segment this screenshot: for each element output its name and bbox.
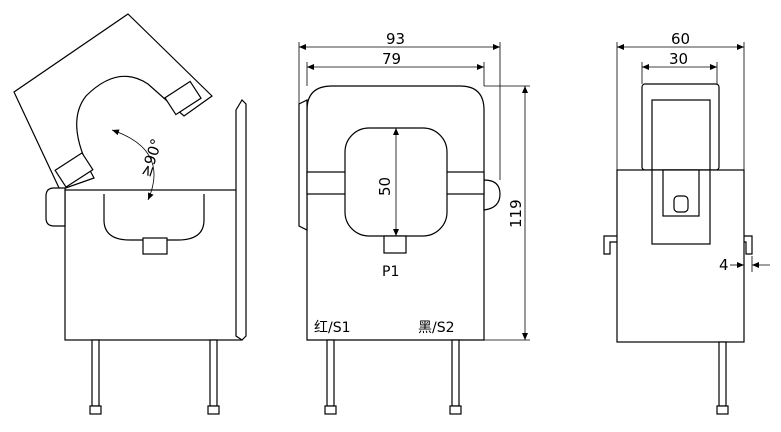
side-clip-left	[603, 235, 617, 255]
upper-jaw-pad-right	[164, 80, 202, 116]
left-terminal	[142, 237, 168, 255]
front-band-right	[445, 171, 485, 195]
dim-overall-width: 93	[386, 30, 405, 48]
left-side-plate	[235, 99, 247, 341]
dim-window-height: 50	[376, 177, 394, 196]
side-clip-right	[744, 235, 753, 255]
front-terminal	[383, 235, 407, 254]
dim-clip-offset: 4	[719, 256, 729, 274]
dim-overall-height: 119	[507, 199, 525, 228]
left-lead-1	[91, 339, 100, 407]
upper-jaw-pad-left	[54, 152, 94, 188]
left-body	[64, 189, 243, 341]
dim-inner-width: 79	[382, 50, 401, 68]
front-band-left	[306, 171, 348, 195]
angle-arc	[111, 129, 155, 201]
left-lead-2-tip	[207, 405, 220, 415]
front-left-plate	[298, 99, 308, 231]
dim-side-overall-width: 60	[671, 30, 690, 48]
side-latch-inner	[673, 195, 689, 213]
front-lead-1-tip	[324, 405, 337, 415]
front-lead-2-tip	[449, 405, 462, 415]
side-top-inner	[651, 99, 711, 171]
left-lead-2	[209, 339, 218, 407]
front-lead-2	[451, 339, 460, 407]
angle-label: ≥90°	[137, 136, 166, 179]
lead-left-label: 红/S1	[314, 320, 351, 336]
left-side-tab	[45, 187, 66, 227]
left-view-opened-clamp: ≥90°	[13, 13, 247, 415]
front-view: P1 红/S1 黑/S2 93 79 50 119	[298, 30, 530, 415]
front-right-bump	[483, 179, 501, 211]
front-lead-1	[326, 339, 335, 407]
left-lead-1-tip	[89, 405, 102, 415]
dim-side-inner-width: 30	[669, 50, 688, 68]
terminal-label: P1	[382, 264, 399, 280]
side-lead-tip	[716, 405, 729, 415]
lead-right-label: 黑/S2	[418, 320, 455, 336]
side-lead	[718, 341, 727, 407]
upper-jaw-outline	[13, 13, 213, 191]
side-view: 60 30 4	[603, 30, 770, 415]
